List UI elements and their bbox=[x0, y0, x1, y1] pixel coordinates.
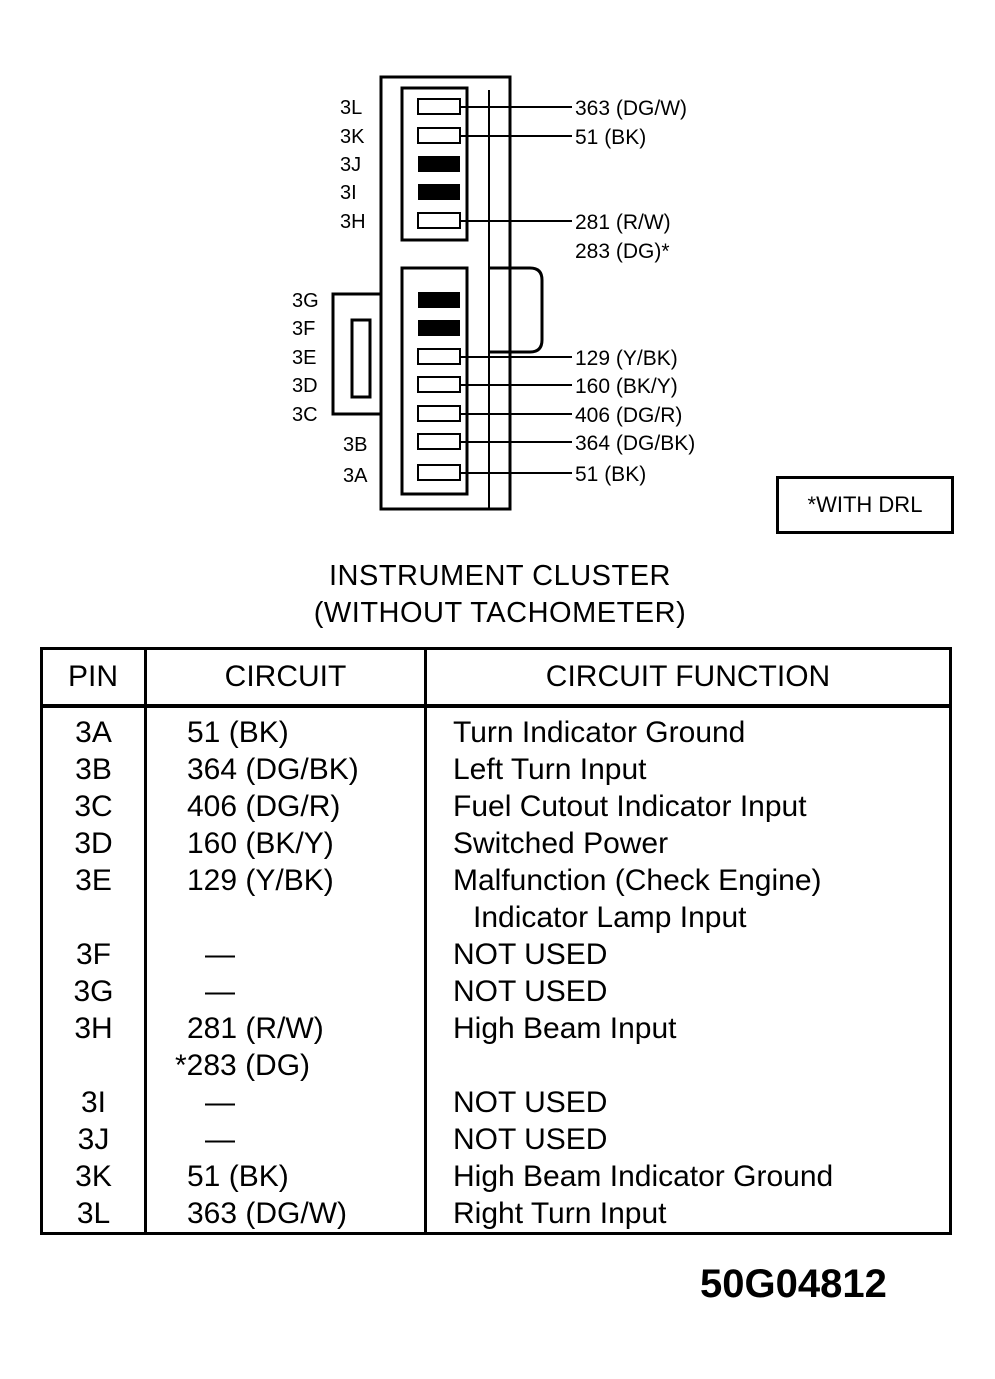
figure-title: INSTRUMENT CLUSTER bbox=[329, 560, 671, 592]
left-latch bbox=[331, 292, 383, 416]
circuit-cell: 281 (R/W) bbox=[187, 1012, 324, 1045]
connector-diagram: 3L 3K 3J 3I 3H 3G 3F 3E 3D 3C bbox=[292, 75, 695, 511]
pin-3J: 3J bbox=[340, 154, 460, 176]
circuit-cell: 406 (DG/R) bbox=[187, 790, 341, 823]
header-pin: PIN bbox=[40, 648, 147, 708]
callout-3B: 364 (DG/BK) bbox=[575, 432, 695, 455]
circuit-cell-drl: *283 (DG) bbox=[175, 1049, 311, 1082]
pin-3I: 3I bbox=[340, 182, 460, 204]
figure-subtitle: (WITHOUT TACHOMETER) bbox=[313, 597, 687, 629]
pin-3A: 3A bbox=[343, 464, 572, 487]
function-cell: NOT USED bbox=[453, 938, 608, 971]
function-cell: NOT USED bbox=[453, 1086, 608, 1119]
lower-cavity bbox=[400, 266, 469, 496]
pin-cell: 3I bbox=[80, 1086, 107, 1119]
callout-3H-drl: 283 (DG)* bbox=[575, 240, 670, 263]
callout-3A: 51 (BK) bbox=[575, 463, 646, 486]
callout-3D: 160 (BK/Y) bbox=[575, 375, 678, 398]
pin-3B: 3B bbox=[343, 433, 572, 456]
function-cell: Left Turn Input bbox=[453, 753, 647, 786]
circuit-cell: 51 (BK) bbox=[187, 716, 289, 749]
svg-text:3J: 3J bbox=[340, 154, 361, 176]
function-cell: Fuel Cutout Indicator Input bbox=[453, 790, 807, 823]
svg-text:3L: 3L bbox=[340, 97, 362, 119]
pin-cell: 3A bbox=[75, 716, 112, 749]
pin-3K: 3K bbox=[340, 126, 572, 148]
pin-3H: 3H bbox=[340, 211, 572, 233]
pin-3E: 3E bbox=[292, 347, 572, 369]
circuit-cell: 363 (DG/W) bbox=[187, 1197, 348, 1230]
drl-note: *WITH DRL bbox=[776, 476, 954, 534]
pin-cell: 3F bbox=[75, 938, 111, 971]
pin-cell: 3C bbox=[74, 790, 113, 823]
svg-text:3F: 3F bbox=[292, 318, 315, 340]
pin-function-table: PIN CIRCUIT CIRCUIT FUNCTION 3A 3B 3C 3D… bbox=[40, 647, 952, 1235]
pin-3D: 3D bbox=[292, 375, 572, 397]
pin-3L: 3L bbox=[340, 97, 572, 119]
function-cell-cont: Indicator Lamp Input bbox=[473, 901, 747, 934]
pin-cell: 3J bbox=[77, 1123, 110, 1156]
callout-3C: 406 (DG/R) bbox=[575, 404, 682, 427]
svg-text:3I: 3I bbox=[340, 182, 357, 204]
figure-code: 50G04812 bbox=[700, 1262, 887, 1306]
table-header-row: PIN CIRCUIT CIRCUIT FUNCTION bbox=[40, 648, 952, 708]
callout-3L: 363 (DG/W) bbox=[575, 97, 687, 120]
circuit-cell: — bbox=[205, 1123, 235, 1156]
circuit-cell: — bbox=[205, 1086, 235, 1119]
header-circuit: CIRCUIT bbox=[144, 648, 427, 708]
svg-text:3H: 3H bbox=[340, 211, 366, 233]
callout-3K: 51 (BK) bbox=[575, 126, 646, 149]
pin-3G: 3G bbox=[292, 290, 460, 312]
pin-cell: 3B bbox=[75, 753, 112, 786]
pin-cell: 3D bbox=[74, 827, 113, 860]
pin-3F: 3F bbox=[292, 318, 460, 340]
table-row: 3A 3B 3C 3D 3E 3F 3G 3H 3I 3J 3K 3L 51 (… bbox=[40, 706, 952, 1234]
function-cell: High Beam Input bbox=[453, 1012, 677, 1045]
function-cell: NOT USED bbox=[453, 1123, 608, 1156]
callout-3E: 129 (Y/BK) bbox=[575, 347, 678, 370]
pin-cell: 3L bbox=[76, 1197, 111, 1230]
circuit-cell: 364 (DG/BK) bbox=[187, 753, 359, 786]
pin-cell: 3G bbox=[73, 975, 114, 1008]
function-cell: Turn Indicator Ground bbox=[453, 716, 746, 749]
circuit-cell: 51 (BK) bbox=[187, 1160, 289, 1193]
svg-text:3G: 3G bbox=[292, 290, 319, 312]
circuit-cell: 129 (Y/BK) bbox=[187, 864, 334, 897]
upper-cavity bbox=[400, 86, 469, 242]
function-cell: NOT USED bbox=[453, 975, 608, 1008]
svg-text:3E: 3E bbox=[292, 347, 316, 369]
circuit-cell: — bbox=[205, 938, 235, 971]
pin-cell: 3E bbox=[75, 864, 112, 897]
svg-text:3D: 3D bbox=[292, 375, 318, 397]
svg-text:3C: 3C bbox=[292, 404, 318, 426]
bridge-loop bbox=[489, 266, 544, 354]
pin-3C: 3C bbox=[292, 404, 572, 426]
function-cell: Malfunction (Check Engine) bbox=[453, 864, 822, 897]
svg-text:3K: 3K bbox=[340, 126, 365, 148]
svg-text:3B: 3B bbox=[343, 434, 367, 456]
svg-text:3A: 3A bbox=[343, 465, 368, 487]
latch-slot bbox=[350, 318, 372, 399]
pin-cell: 3K bbox=[75, 1160, 112, 1193]
circuit-cell: 160 (BK/Y) bbox=[187, 827, 334, 860]
function-cell: Right Turn Input bbox=[453, 1197, 667, 1230]
header-function: CIRCUIT FUNCTION bbox=[424, 648, 952, 708]
function-cell: Switched Power bbox=[453, 827, 669, 860]
circuit-cell: — bbox=[205, 975, 235, 1008]
function-cell: High Beam Indicator Ground bbox=[453, 1160, 834, 1193]
pin-cell: 3H bbox=[74, 1012, 113, 1045]
callout-3H: 281 (R/W) bbox=[575, 211, 671, 234]
